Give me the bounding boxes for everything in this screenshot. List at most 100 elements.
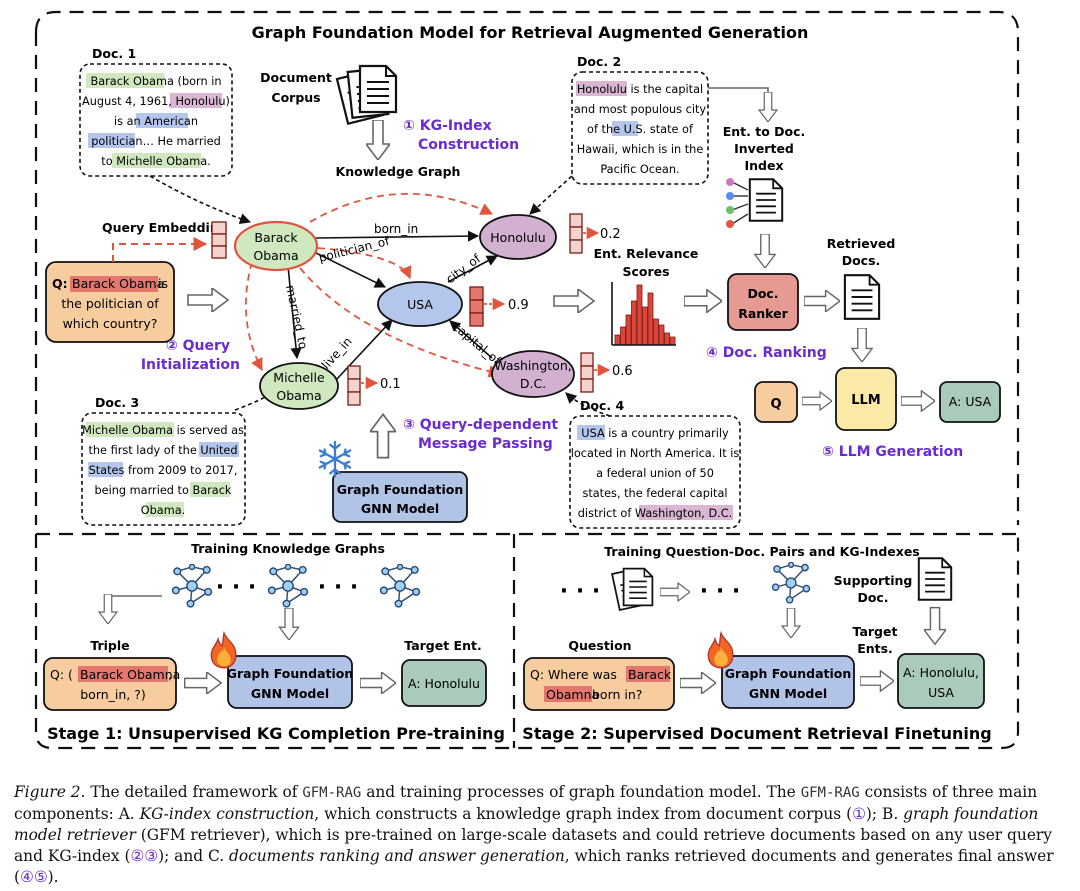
stage1-dots-1: · · · xyxy=(216,575,256,600)
doc2-to-index-arrow xyxy=(758,92,778,122)
training-graph-icon-2 xyxy=(267,564,309,608)
query-embedding-label: Query Embedding xyxy=(102,220,228,235)
histogram-bar xyxy=(614,334,621,346)
edge-label-married-to: married_to xyxy=(283,284,310,351)
stage2-q-to-gfm-arrow xyxy=(680,672,716,694)
to-ranker-arrow xyxy=(684,289,722,313)
stage2-target-label-1: Target xyxy=(853,624,898,639)
bottom-frame xyxy=(34,534,1020,750)
graph-to-gfm-arrow xyxy=(278,608,300,640)
stage1-query-entity: Barack Obamna xyxy=(80,667,180,682)
llm-to-answer-arrow xyxy=(901,390,935,412)
stage2-query-box xyxy=(523,657,675,711)
q-box xyxy=(754,381,798,423)
stage2-dots-1: · · · xyxy=(560,579,600,604)
node-usa-label: USA xyxy=(407,297,433,312)
framework-figure: Graph Foundation Model for Retrieval Aug… xyxy=(34,10,1020,750)
histogram-bar xyxy=(620,326,626,346)
washington-score-vector xyxy=(580,352,594,393)
doc2-label: Doc. 2 xyxy=(577,54,621,69)
edge-label-city-of: city_of xyxy=(443,251,483,286)
stage1-query-line-2: born_in, ?) xyxy=(80,687,146,702)
caption-t3: consists of three main components: A. xyxy=(14,783,1038,823)
edge-married-to xyxy=(287,265,302,360)
doc1-line-1: Barack Obama (born in xyxy=(90,75,221,88)
doc3-line-2: the first lady of the United xyxy=(88,444,237,457)
kg-index-label-2: Construction xyxy=(418,137,519,153)
caption-it1: KG-index construction xyxy=(139,805,315,823)
query-mp-label-1: ③ Query-dependent xyxy=(403,417,558,433)
edge-politician-of xyxy=(313,251,387,288)
query-init-label-1: ② Query xyxy=(166,338,230,354)
caption-t9: ). xyxy=(47,868,59,886)
edge-born-in xyxy=(315,230,480,242)
caption-figure-label: Figure 2. xyxy=(14,783,86,801)
doc1-line-2: August 4, 1961, Honolulu) xyxy=(82,95,230,108)
histogram-bar xyxy=(658,324,665,346)
usa-score-vector xyxy=(469,286,484,327)
stage2-target-line-1: A: Honolulu, xyxy=(903,665,979,680)
caption-c1: ① xyxy=(852,805,866,823)
query-embedding-vector xyxy=(211,221,227,259)
stage1-target-box xyxy=(401,659,487,707)
edge-label-born-in: born_in xyxy=(374,222,418,236)
doc4-label: Doc. 4 xyxy=(580,398,624,413)
stage2-dots-2: · · · xyxy=(700,579,740,604)
node-washington-label-2: D.C. xyxy=(520,376,546,391)
inverted-index-icon xyxy=(726,178,784,228)
caption-it2: graph foundation model retriever xyxy=(14,805,1039,844)
caption-t8: , which ranks retrieved documents and ge… xyxy=(14,847,1054,886)
histogram-bar xyxy=(664,332,670,346)
doc4-line-2: located in North America. It is xyxy=(571,447,740,460)
node-washington-label-1: Washington, xyxy=(494,358,571,373)
stage1-query-comma: , xyxy=(168,667,172,682)
caption-c45: ④⑤ xyxy=(20,868,48,886)
stage2-target-line-2: USA xyxy=(928,685,954,700)
graph-to-triple-arrow xyxy=(98,594,118,624)
doc2-line-5: Pacific Ocean. xyxy=(600,163,679,176)
retrieved-to-llm-arrow xyxy=(851,328,873,362)
node-honolulu-label: Honolulu xyxy=(490,230,545,245)
training-pairs-label: Training Question-Doc. Pairs and KG-Inde… xyxy=(604,544,920,559)
node-michelle-label-2: Obama xyxy=(276,388,321,403)
doc1-line-3: is an American xyxy=(114,115,198,128)
doc2-line-2: and most populous city xyxy=(574,103,707,116)
doc2-line-1: Honolulu is the capital xyxy=(577,83,703,96)
edge-city-of xyxy=(447,255,498,283)
supporting-doc-label-1: Supporting xyxy=(834,573,913,588)
llm-label: LLM xyxy=(851,393,881,408)
honolulu-score-vector xyxy=(569,213,583,254)
doc-ranker-label-2: Ranker xyxy=(738,306,788,321)
stage2-target-box xyxy=(897,653,985,709)
supporting-doc-icon xyxy=(917,557,953,601)
histogram-bar xyxy=(653,318,659,346)
inverted-index-label-2: Inverted xyxy=(734,141,794,156)
doc-ranker-label-1: Doc. xyxy=(747,286,778,301)
node-michelle-obama xyxy=(259,362,339,410)
document-corpus-label-1: Document xyxy=(260,70,332,85)
doc2-line-4: Hawaii, which is in the xyxy=(577,143,704,156)
doc1-label: Doc. 1 xyxy=(92,46,136,61)
message-passing-arrow xyxy=(370,413,396,459)
washington-score: 0.6 xyxy=(612,364,633,379)
doc2-line-3: of the U.S. state of xyxy=(587,123,694,136)
stage1-gfm-label-2: GNN Model xyxy=(251,686,329,701)
query-mp-label-2: Message Passing xyxy=(418,436,553,452)
node-honolulu xyxy=(479,214,557,260)
doc4-line-1: USA is a country primarily xyxy=(581,427,729,440)
edge-capital-of xyxy=(449,320,493,359)
histogram-bar xyxy=(636,284,643,346)
stage2-gfm-label-2: GNN Model xyxy=(749,686,827,701)
relevance-histogram xyxy=(614,284,676,346)
stage2-graph-to-gfm-arrow xyxy=(781,608,801,638)
top-frame xyxy=(34,10,1020,525)
edge-live-in xyxy=(335,319,393,381)
inverted-index-label-1: Ent. to Doc. xyxy=(723,124,806,139)
caption-t5: ); B. xyxy=(865,805,904,823)
flame-icon-stage2 xyxy=(707,632,734,669)
kg-index-arrow xyxy=(366,120,390,160)
triple-label: Triple xyxy=(90,638,129,653)
training-graph-icon-1 xyxy=(171,564,213,608)
figure-caption: Figure 2. The detailed framework of GFM-… xyxy=(14,782,1066,888)
llm-generation-label: ⑤ LLM Generation xyxy=(822,444,963,460)
